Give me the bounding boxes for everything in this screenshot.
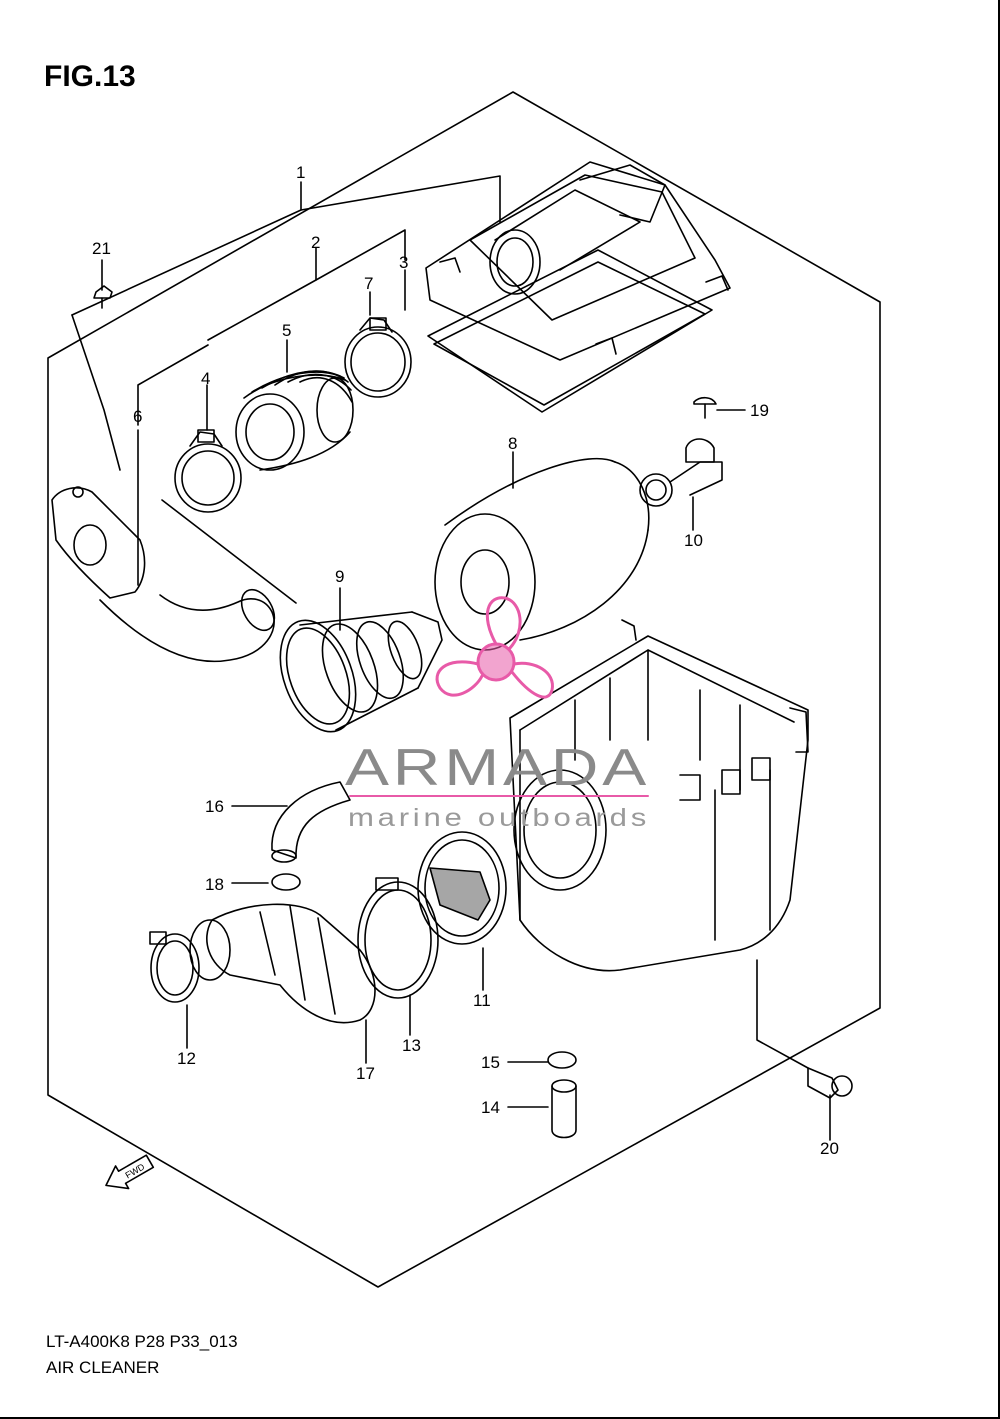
part-10-holder (639, 438, 723, 507)
callout-19: 19 (750, 401, 769, 420)
part-16-hose (271, 781, 351, 863)
part-6-duct (51, 486, 276, 663)
air-cleaner-case (509, 619, 809, 972)
part-7-clamp (344, 317, 412, 398)
part-15-ring (547, 1051, 577, 1069)
part-11-screen (417, 831, 507, 945)
callout-7: 7 (364, 274, 373, 293)
callout-16: 16 (205, 797, 224, 816)
part-9-cage (279, 611, 443, 733)
callout-20: 20 (820, 1139, 839, 1158)
figure-code: LT-A400K8 P28 P33_013 (46, 1332, 238, 1351)
callout-10: 10 (684, 531, 703, 550)
callout-17: 17 (356, 1064, 375, 1083)
part-14-plug (551, 1079, 577, 1139)
callout-8: 8 (508, 434, 517, 453)
callout-21: 21 (92, 239, 111, 258)
part-5-duct (235, 370, 354, 471)
part-3-cleaner-cap (425, 161, 731, 413)
part-13-band (357, 877, 439, 999)
part-17-duct (189, 903, 376, 1024)
assembly-boundary (47, 91, 881, 1288)
part-20-bolt (807, 1067, 853, 1099)
leader-lines (71, 175, 831, 1141)
propeller-icon (435, 596, 554, 699)
callout-6: 6 (133, 407, 142, 426)
figure-name: AIR CLEANER (46, 1358, 160, 1377)
callout-14: 14 (481, 1098, 500, 1117)
callout-2: 2 (311, 233, 320, 252)
callout-12: 12 (177, 1049, 196, 1068)
watermark-brand: ARMADA (345, 739, 650, 797)
part-19-screw (693, 396, 717, 419)
callout-13: 13 (402, 1036, 421, 1055)
callout-18: 18 (205, 875, 224, 894)
callout-4: 4 (201, 369, 210, 388)
callout-9: 9 (335, 567, 344, 586)
part-21-clip (93, 285, 113, 309)
callout-11: 11 (473, 991, 491, 1010)
fwd-arrow-icon: FWD (105, 1154, 155, 1190)
callout-3: 3 (399, 253, 408, 272)
part-18-ring (271, 873, 301, 891)
callout-5: 5 (282, 321, 291, 340)
part-8-filter (434, 457, 650, 651)
watermark: ARMADA marine outboards (345, 596, 650, 832)
part-4-clamp (174, 429, 242, 513)
callout-15: 15 (481, 1053, 500, 1072)
figure-title: FIG.13 (44, 60, 136, 93)
watermark-tagline: marine outboards (348, 804, 650, 832)
callout-1: 1 (296, 163, 305, 182)
part-12-clamp (149, 931, 200, 1003)
